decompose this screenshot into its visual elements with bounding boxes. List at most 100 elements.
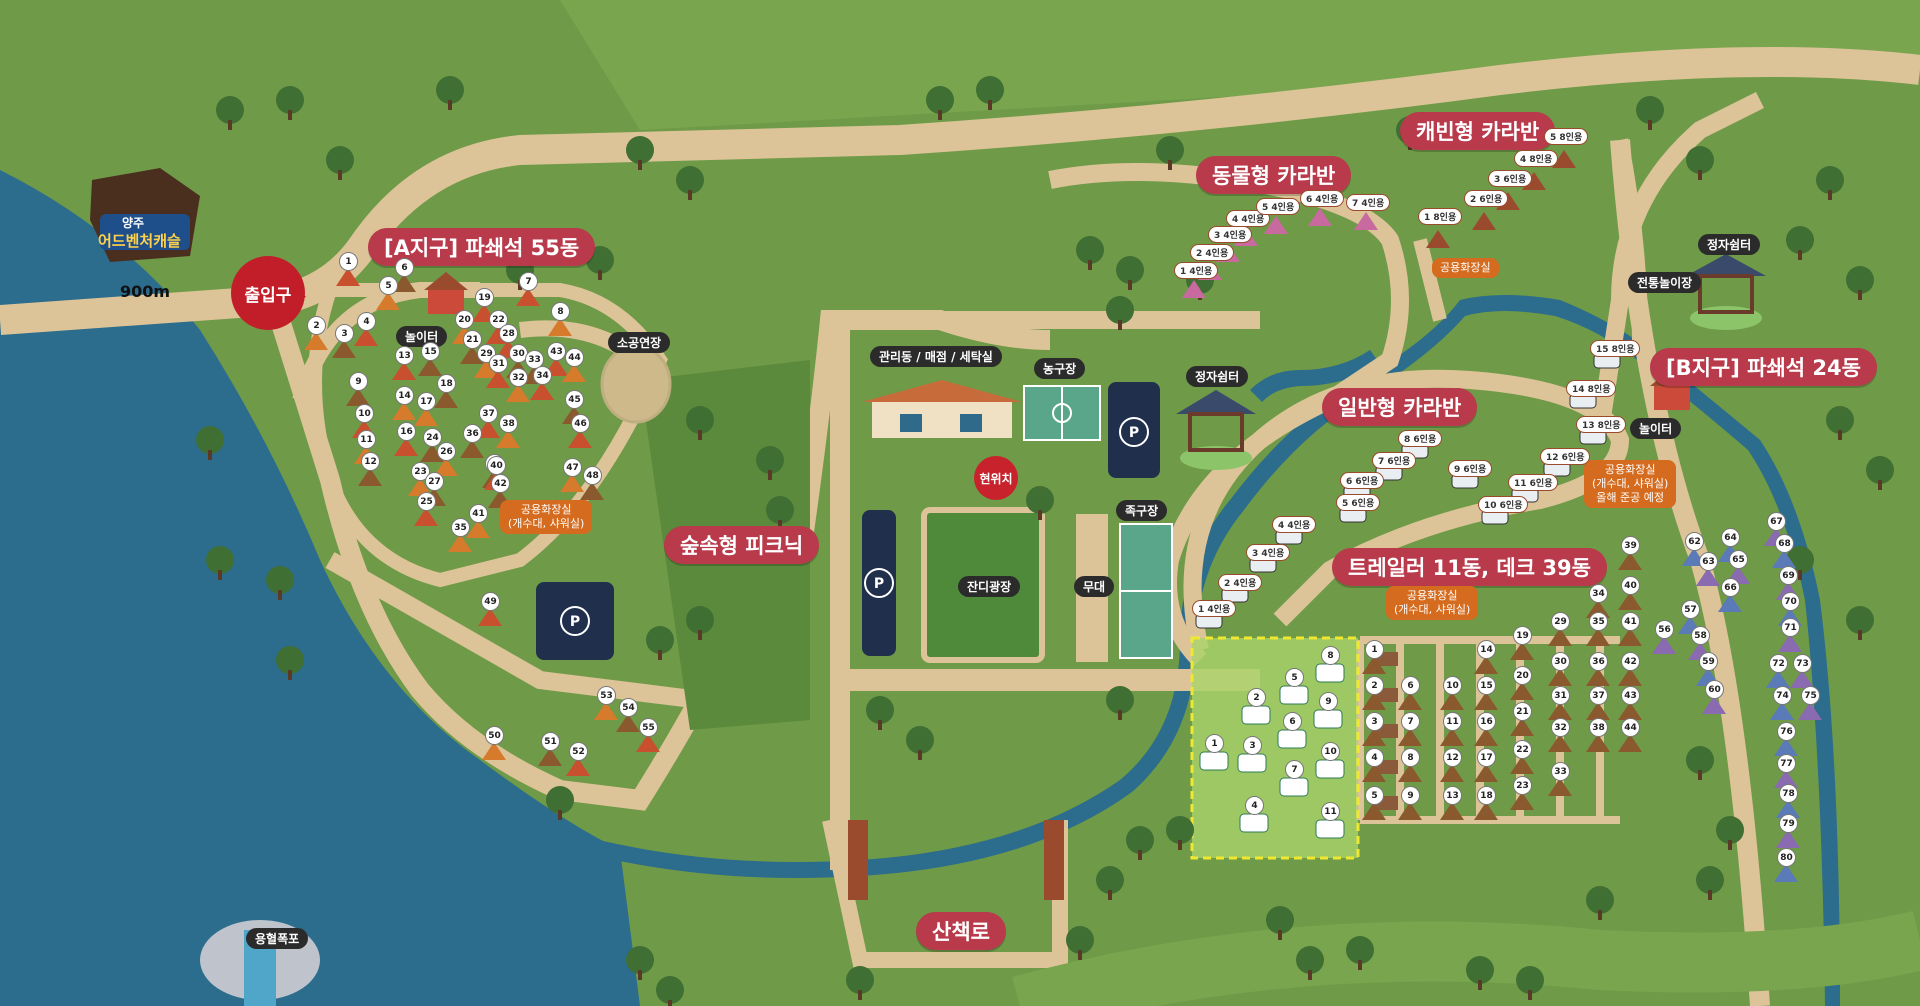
- site-number-a-40[interactable]: 40: [487, 456, 506, 475]
- site-number-a-45[interactable]: 45: [565, 390, 584, 409]
- deck-number-41[interactable]: 41: [1621, 612, 1640, 631]
- tent-site-a-36[interactable]: [460, 440, 484, 458]
- animal-caravan-tag-2[interactable]: 2 4인용: [1190, 244, 1235, 261]
- tent-site-b-79[interactable]: [1776, 830, 1800, 848]
- deck-9[interactable]: [1398, 802, 1422, 820]
- deck-number-11[interactable]: 11: [1443, 712, 1462, 731]
- tent-site-a-32[interactable]: [506, 384, 530, 402]
- general-caravan-tag-2[interactable]: 2 4인용: [1218, 574, 1263, 591]
- site-number-b-68[interactable]: 68: [1775, 534, 1794, 553]
- site-number-b-76[interactable]: 76: [1777, 722, 1796, 741]
- trailer-3[interactable]: [1237, 753, 1267, 773]
- deck-14[interactable]: [1474, 656, 1498, 674]
- tent-site-a-15[interactable]: [418, 358, 442, 376]
- tent-site-b-78[interactable]: [1776, 800, 1800, 818]
- general-caravan-tag-7[interactable]: 7 6인용: [1372, 452, 1417, 469]
- deck-23[interactable]: [1510, 792, 1534, 810]
- deck-31[interactable]: [1548, 702, 1572, 720]
- tent-site-b-73[interactable]: [1790, 670, 1814, 688]
- site-number-a-18[interactable]: 18: [437, 374, 456, 393]
- site-number-a-6[interactable]: 6: [395, 258, 414, 277]
- deck-number-23[interactable]: 23: [1513, 776, 1532, 795]
- animal-caravan-tag-3[interactable]: 3 4인용: [1208, 226, 1253, 243]
- site-number-a-34[interactable]: 34: [533, 366, 552, 385]
- trailer-number-11[interactable]: 11: [1321, 802, 1340, 821]
- site-number-a-41[interactable]: 41: [469, 504, 488, 523]
- deck-33[interactable]: [1548, 778, 1572, 796]
- tent-site-a-23[interactable]: [408, 478, 432, 496]
- entrance-marker[interactable]: 출입구: [231, 256, 305, 330]
- trailer-2[interactable]: [1241, 705, 1271, 725]
- tent-site-b-63[interactable]: [1696, 568, 1720, 586]
- site-number-a-1[interactable]: 1: [339, 252, 358, 271]
- tent-site-a-55[interactable]: [636, 734, 660, 752]
- deck-6[interactable]: [1398, 692, 1422, 710]
- site-number-a-14[interactable]: 14: [395, 386, 414, 405]
- cabin-caravan-label[interactable]: 캐빈형 카라반: [1400, 112, 1556, 150]
- site-number-b-65[interactable]: 65: [1729, 550, 1748, 569]
- site-number-a-48[interactable]: 48: [583, 466, 602, 485]
- tent-site-a-51[interactable]: [538, 748, 562, 766]
- site-number-b-59[interactable]: 59: [1699, 652, 1718, 671]
- deck-number-33[interactable]: 33: [1551, 762, 1570, 781]
- site-number-b-66[interactable]: 66: [1721, 578, 1740, 597]
- general-caravan-tag-14[interactable]: 14 8인용: [1566, 380, 1617, 397]
- site-number-a-54[interactable]: 54: [619, 698, 638, 717]
- site-number-a-35[interactable]: 35: [451, 518, 470, 537]
- site-number-a-19[interactable]: 19: [475, 288, 494, 307]
- deck-7[interactable]: [1398, 728, 1422, 746]
- site-number-a-32[interactable]: 32: [509, 368, 528, 387]
- deck-38[interactable]: [1586, 734, 1610, 752]
- animal-caravan-tag-5[interactable]: 5 4인용: [1256, 198, 1301, 215]
- cabin-caravan-tag-3[interactable]: 3 6인용: [1488, 170, 1533, 187]
- site-number-a-37[interactable]: 37: [479, 404, 498, 423]
- site-number-a-13[interactable]: 13: [395, 346, 414, 365]
- site-number-a-36[interactable]: 36: [463, 424, 482, 443]
- tent-site-a-41[interactable]: [466, 520, 490, 538]
- site-number-a-10[interactable]: 10: [355, 404, 374, 423]
- restroom-a[interactable]: 공용화장실 (개수대, 샤워실): [500, 500, 593, 534]
- deck-16[interactable]: [1474, 728, 1498, 746]
- deck-13[interactable]: [1440, 802, 1464, 820]
- site-number-b-56[interactable]: 56: [1655, 620, 1674, 639]
- general-caravan-tag-9[interactable]: 9 6인용: [1448, 460, 1493, 477]
- deck-number-15[interactable]: 15: [1477, 676, 1496, 695]
- trailer-deck-label[interactable]: 트레일러 11동, 데크 39동: [1332, 548, 1607, 586]
- deck-number-12[interactable]: 12: [1443, 748, 1462, 767]
- deck-2[interactable]: [1362, 692, 1386, 710]
- tent-site-a-7[interactable]: [516, 288, 540, 306]
- tent-site-a-29[interactable]: [474, 360, 498, 378]
- deck-37[interactable]: [1586, 702, 1610, 720]
- site-number-a-38[interactable]: 38: [499, 414, 518, 433]
- animal-caravan-1[interactable]: [1182, 280, 1206, 298]
- animal-caravan-6[interactable]: [1308, 208, 1332, 226]
- tent-site-b-56[interactable]: [1652, 636, 1676, 654]
- site-number-a-43[interactable]: 43: [547, 342, 566, 361]
- cabin-caravan-2[interactable]: [1472, 212, 1496, 230]
- walking-trail-label[interactable]: 산책로: [916, 912, 1006, 950]
- tent-site-b-75[interactable]: [1798, 702, 1822, 720]
- deck-36[interactable]: [1586, 668, 1610, 686]
- site-number-b-63[interactable]: 63: [1699, 552, 1718, 571]
- deck-39[interactable]: [1618, 552, 1642, 570]
- deck-number-31[interactable]: 31: [1551, 686, 1570, 705]
- tent-site-a-1[interactable]: [336, 268, 360, 286]
- deck-18[interactable]: [1474, 802, 1498, 820]
- deck-12[interactable]: [1440, 764, 1464, 782]
- animal-caravan-tag-6[interactable]: 6 4인용: [1300, 190, 1345, 207]
- tent-site-a-8[interactable]: [548, 318, 572, 336]
- cabin-caravan-tag-4[interactable]: 4 8인용: [1514, 150, 1559, 167]
- site-number-a-16[interactable]: 16: [397, 422, 416, 441]
- tent-site-b-80[interactable]: [1774, 864, 1798, 882]
- tent-site-b-68[interactable]: [1772, 550, 1796, 568]
- tent-site-b-76[interactable]: [1774, 738, 1798, 756]
- animal-caravan-tag-4[interactable]: 4 4인용: [1226, 210, 1271, 227]
- general-caravan-label[interactable]: 일반형 카라반: [1322, 388, 1478, 426]
- deck-number-22[interactable]: 22: [1513, 740, 1532, 759]
- site-number-b-58[interactable]: 58: [1691, 626, 1710, 645]
- site-number-a-52[interactable]: 52: [569, 742, 588, 761]
- site-number-a-20[interactable]: 20: [455, 310, 474, 329]
- deck-number-13[interactable]: 13: [1443, 786, 1462, 805]
- trailer-number-8[interactable]: 8: [1321, 646, 1340, 665]
- deck-29[interactable]: [1548, 628, 1572, 646]
